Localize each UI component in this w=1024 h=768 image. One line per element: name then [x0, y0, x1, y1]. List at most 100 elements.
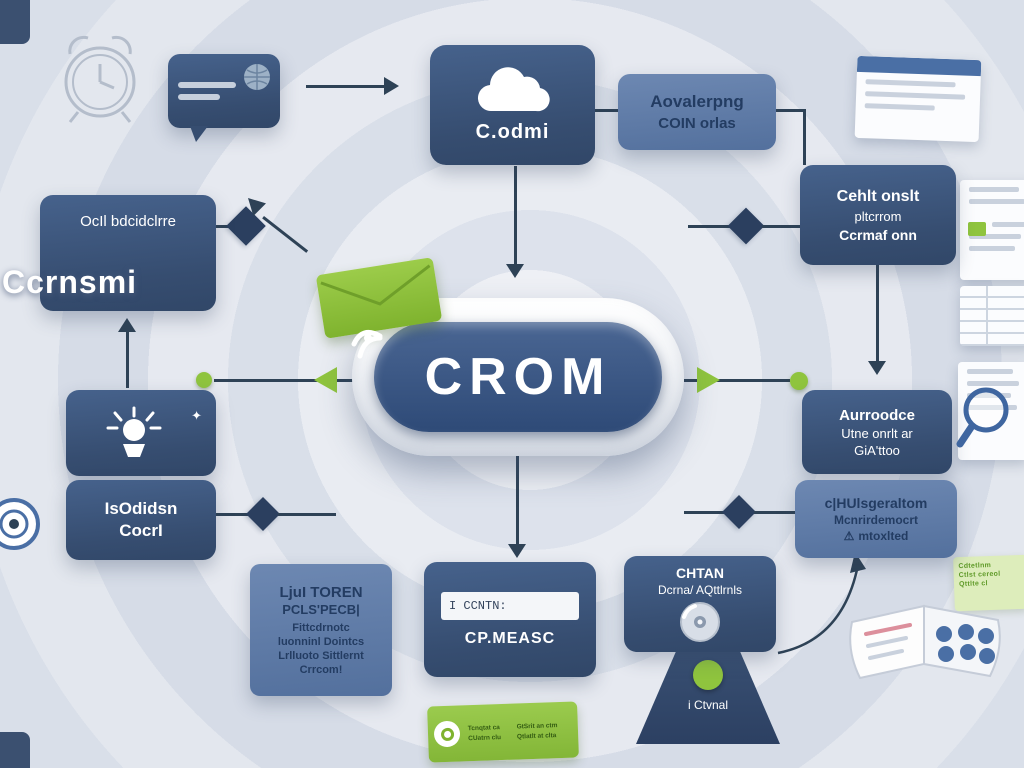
- document-line: [865, 91, 966, 100]
- envelope-flap: [320, 264, 431, 306]
- node-line: CocrI: [119, 521, 163, 540]
- green-arrowhead-left: [314, 367, 337, 393]
- arrowhead-down: [508, 544, 526, 558]
- connector: [216, 513, 248, 516]
- disc-icon: [680, 601, 720, 642]
- diamond-connector: [727, 207, 765, 245]
- document-line: [967, 369, 1013, 374]
- connector: [214, 379, 354, 382]
- node-line: Utne onrlt ar: [841, 425, 913, 441]
- table-document-icon: [960, 286, 1024, 346]
- green-lens-icon: [693, 660, 723, 690]
- node-bottom-right: CHTAN Dcrna/ AQttlrnls: [624, 556, 776, 652]
- node-bottom-left: LjuI TOREN PCLS'PECB| Fittcdrnotc luonni…: [250, 564, 392, 696]
- ribbon-icon: [351, 329, 383, 359]
- green-card: Tcnqtat ca GtSrit an ctm CUatrn clu Qtla…: [427, 701, 579, 763]
- connector: [278, 513, 336, 516]
- connector: [126, 328, 129, 388]
- node-line: Aovalerpng: [650, 92, 744, 111]
- node-line: pltcrrom: [854, 208, 902, 224]
- warning-icon: ⚠: [843, 529, 855, 543]
- document-line: [865, 79, 956, 88]
- arrowhead-down: [868, 361, 886, 375]
- content-field[interactable]: [441, 591, 579, 620]
- green-dot: [790, 372, 808, 390]
- speech-bubble: [168, 54, 280, 142]
- alarm-clock-icon: [64, 35, 136, 123]
- idea-icon: [106, 406, 162, 457]
- node-cloud: C.odmi: [430, 45, 595, 165]
- note-line: Qttlte cl: [958, 580, 988, 589]
- connector: [516, 456, 519, 546]
- card-badge-ring: [440, 727, 454, 741]
- connector: [754, 511, 795, 514]
- node-line: ⚠ mtoxlted: [844, 529, 909, 543]
- node-line: GiA'ttoo: [854, 442, 900, 458]
- connector: [803, 109, 806, 165]
- stand-label: i Ctvnal: [687, 698, 728, 712]
- node-right-bottom: c|HUlsgeraltom Mcnrirdemocrt ⚠ mtoxlted: [795, 480, 957, 558]
- diamond-connector: [722, 495, 756, 529]
- node-line: Fittcdrnotc: [292, 622, 350, 634]
- cloud-icon: [477, 66, 550, 111]
- node-label: C.odmi: [475, 120, 550, 143]
- corner-block-top-left: [0, 0, 30, 44]
- document-icon: [854, 55, 982, 143]
- document-icon: [958, 362, 1024, 460]
- node-line: LjuI TOREN: [279, 584, 363, 601]
- node-line: Cehlt onslt: [836, 187, 920, 205]
- node-line: CHTAN: [676, 564, 724, 581]
- node-left-top: OcIl bdcidclrre: [40, 195, 216, 311]
- globe-icon: [244, 64, 270, 90]
- node-label: CP.MEASC: [464, 629, 556, 647]
- node-line-text: mtoxlted: [858, 529, 909, 543]
- arrowhead-down: [506, 264, 524, 278]
- node-line: Aurroodce: [839, 406, 915, 424]
- table-column-line: [986, 286, 988, 346]
- node-line: PCLS'PECB|: [282, 602, 360, 617]
- node-line: Mcnrirdemocrt: [833, 513, 919, 527]
- green-dot: [196, 372, 212, 388]
- bubble-tail: [190, 126, 208, 142]
- card-text: GtSrit an ctm: [516, 721, 558, 731]
- document-line: [967, 405, 1017, 410]
- envelope-icon: [315, 257, 443, 339]
- open-book-icon: [849, 604, 1001, 680]
- node-bottom-center: CP.MEASC: [424, 562, 596, 677]
- connector: [688, 225, 730, 228]
- document-line: [969, 187, 1019, 192]
- card-text: Qtlatlt at clta: [516, 731, 557, 741]
- target-icon: [0, 498, 40, 550]
- node-line: Crrcom!: [299, 664, 343, 676]
- connector: [762, 225, 800, 228]
- center-hub-inner: CROM: [374, 322, 662, 432]
- sparkle-icon: ✦: [191, 408, 202, 423]
- card-text-grid: Tcnqtat ca GtSrit an ctm CUatrn clu Qtla…: [468, 722, 558, 742]
- center-label: CROM: [424, 348, 612, 406]
- node-line: Ccrmaf onn: [839, 226, 917, 243]
- diamond-connector: [246, 497, 280, 531]
- overlay-word: Ccrnsmi: [2, 264, 138, 300]
- node-line: c|HUlsgeraltom: [824, 495, 928, 511]
- document-line: [969, 246, 1015, 251]
- node-label: OcIl bdcidclrre: [80, 213, 176, 230]
- bubble-text-line: [178, 94, 220, 100]
- diamond-connector: [226, 206, 266, 246]
- node-line: Lrlluoto Sittlernt: [278, 650, 364, 662]
- connector: [514, 166, 517, 266]
- green-arrowhead-right: [697, 367, 720, 393]
- connector: [684, 379, 790, 382]
- document-line: [992, 222, 1024, 227]
- document-green-chip: [968, 222, 986, 236]
- document-line: [969, 199, 1024, 204]
- card-text: CUatrn clu: [468, 733, 502, 742]
- connector: [776, 109, 806, 112]
- corner-block-bottom-left: [0, 732, 30, 768]
- document-line: [967, 393, 1011, 398]
- magnifier-icon: [956, 387, 1009, 448]
- center-hub: CROM: [352, 298, 684, 456]
- connector: [214, 225, 234, 228]
- node-right-mid: Aurroodce Utne onrlt ar GiA'ttoo: [802, 390, 952, 474]
- node-line: luonninl Dointcs: [277, 636, 365, 648]
- node-line: IsOdidsn: [104, 499, 178, 518]
